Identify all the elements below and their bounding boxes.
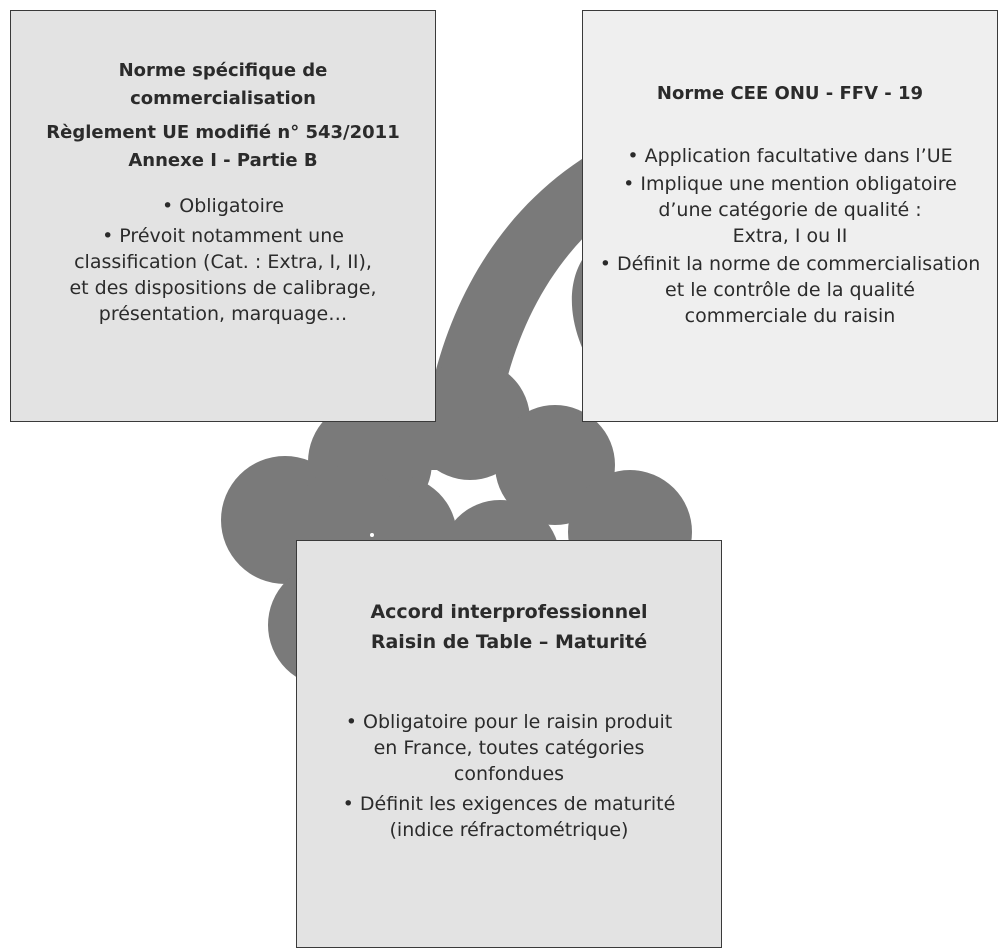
bullet-line: • Prévoit notamment une — [102, 225, 344, 247]
bullet-line: • Définit la norme de commercialisation — [599, 253, 981, 275]
bullet-line: • Implique une mention obligatoire — [623, 173, 957, 195]
bullet-line: et le contrôle de la qualité — [665, 279, 915, 301]
bullet-line: • Obligatoire pour le raisin produit — [345, 711, 673, 733]
bullet-line: présentation, marquage… — [98, 303, 348, 325]
box-eu-regulation: Norme spécifique de commercialisation Rè… — [10, 10, 436, 422]
bullet-line: • Définit les exigences de maturité — [342, 793, 676, 815]
box-bottom-title-line: Accord interprofessionnel — [370, 601, 648, 623]
box-left-subtitle-line: Annexe I - Partie B — [128, 150, 318, 171]
box-left-title-line: Norme spécifique de — [118, 60, 328, 81]
bullet-line: commerciale du raisin — [684, 305, 896, 327]
box-bottom-title-line: Raisin de Table – Maturité — [370, 631, 648, 653]
bullet-line: • Obligatoire — [162, 195, 284, 217]
box-left-title-line: commercialisation — [130, 88, 316, 109]
bullet-line: en France, toutes catégories — [373, 737, 645, 759]
bullet-line: • Application facultative dans l’UE — [627, 145, 953, 167]
bullet-line: d’une catégorie de qualité : — [658, 199, 922, 221]
box-interprofessional-agreement: Accord interprofessionnel Raisin de Tabl… — [296, 540, 722, 948]
box-unece-standard: Norme CEE ONU - FFV - 19 • Application f… — [582, 10, 998, 422]
box-left-subtitle-line: Règlement UE modifié n° 543/2011 — [46, 122, 400, 143]
bullet-line: (indice réfractométrique) — [389, 819, 629, 841]
bullet-line: et des dispositions de calibrage, — [69, 277, 377, 299]
bullet-line: classification (Cat. : Extra, I, II), — [74, 251, 372, 273]
grape-berry-gap — [370, 533, 374, 537]
bullet-line: confondues — [453, 763, 565, 785]
bullet-line: Extra, I ou II — [732, 225, 848, 247]
box-right-title: Norme CEE ONU - FFV - 19 — [656, 83, 924, 104]
